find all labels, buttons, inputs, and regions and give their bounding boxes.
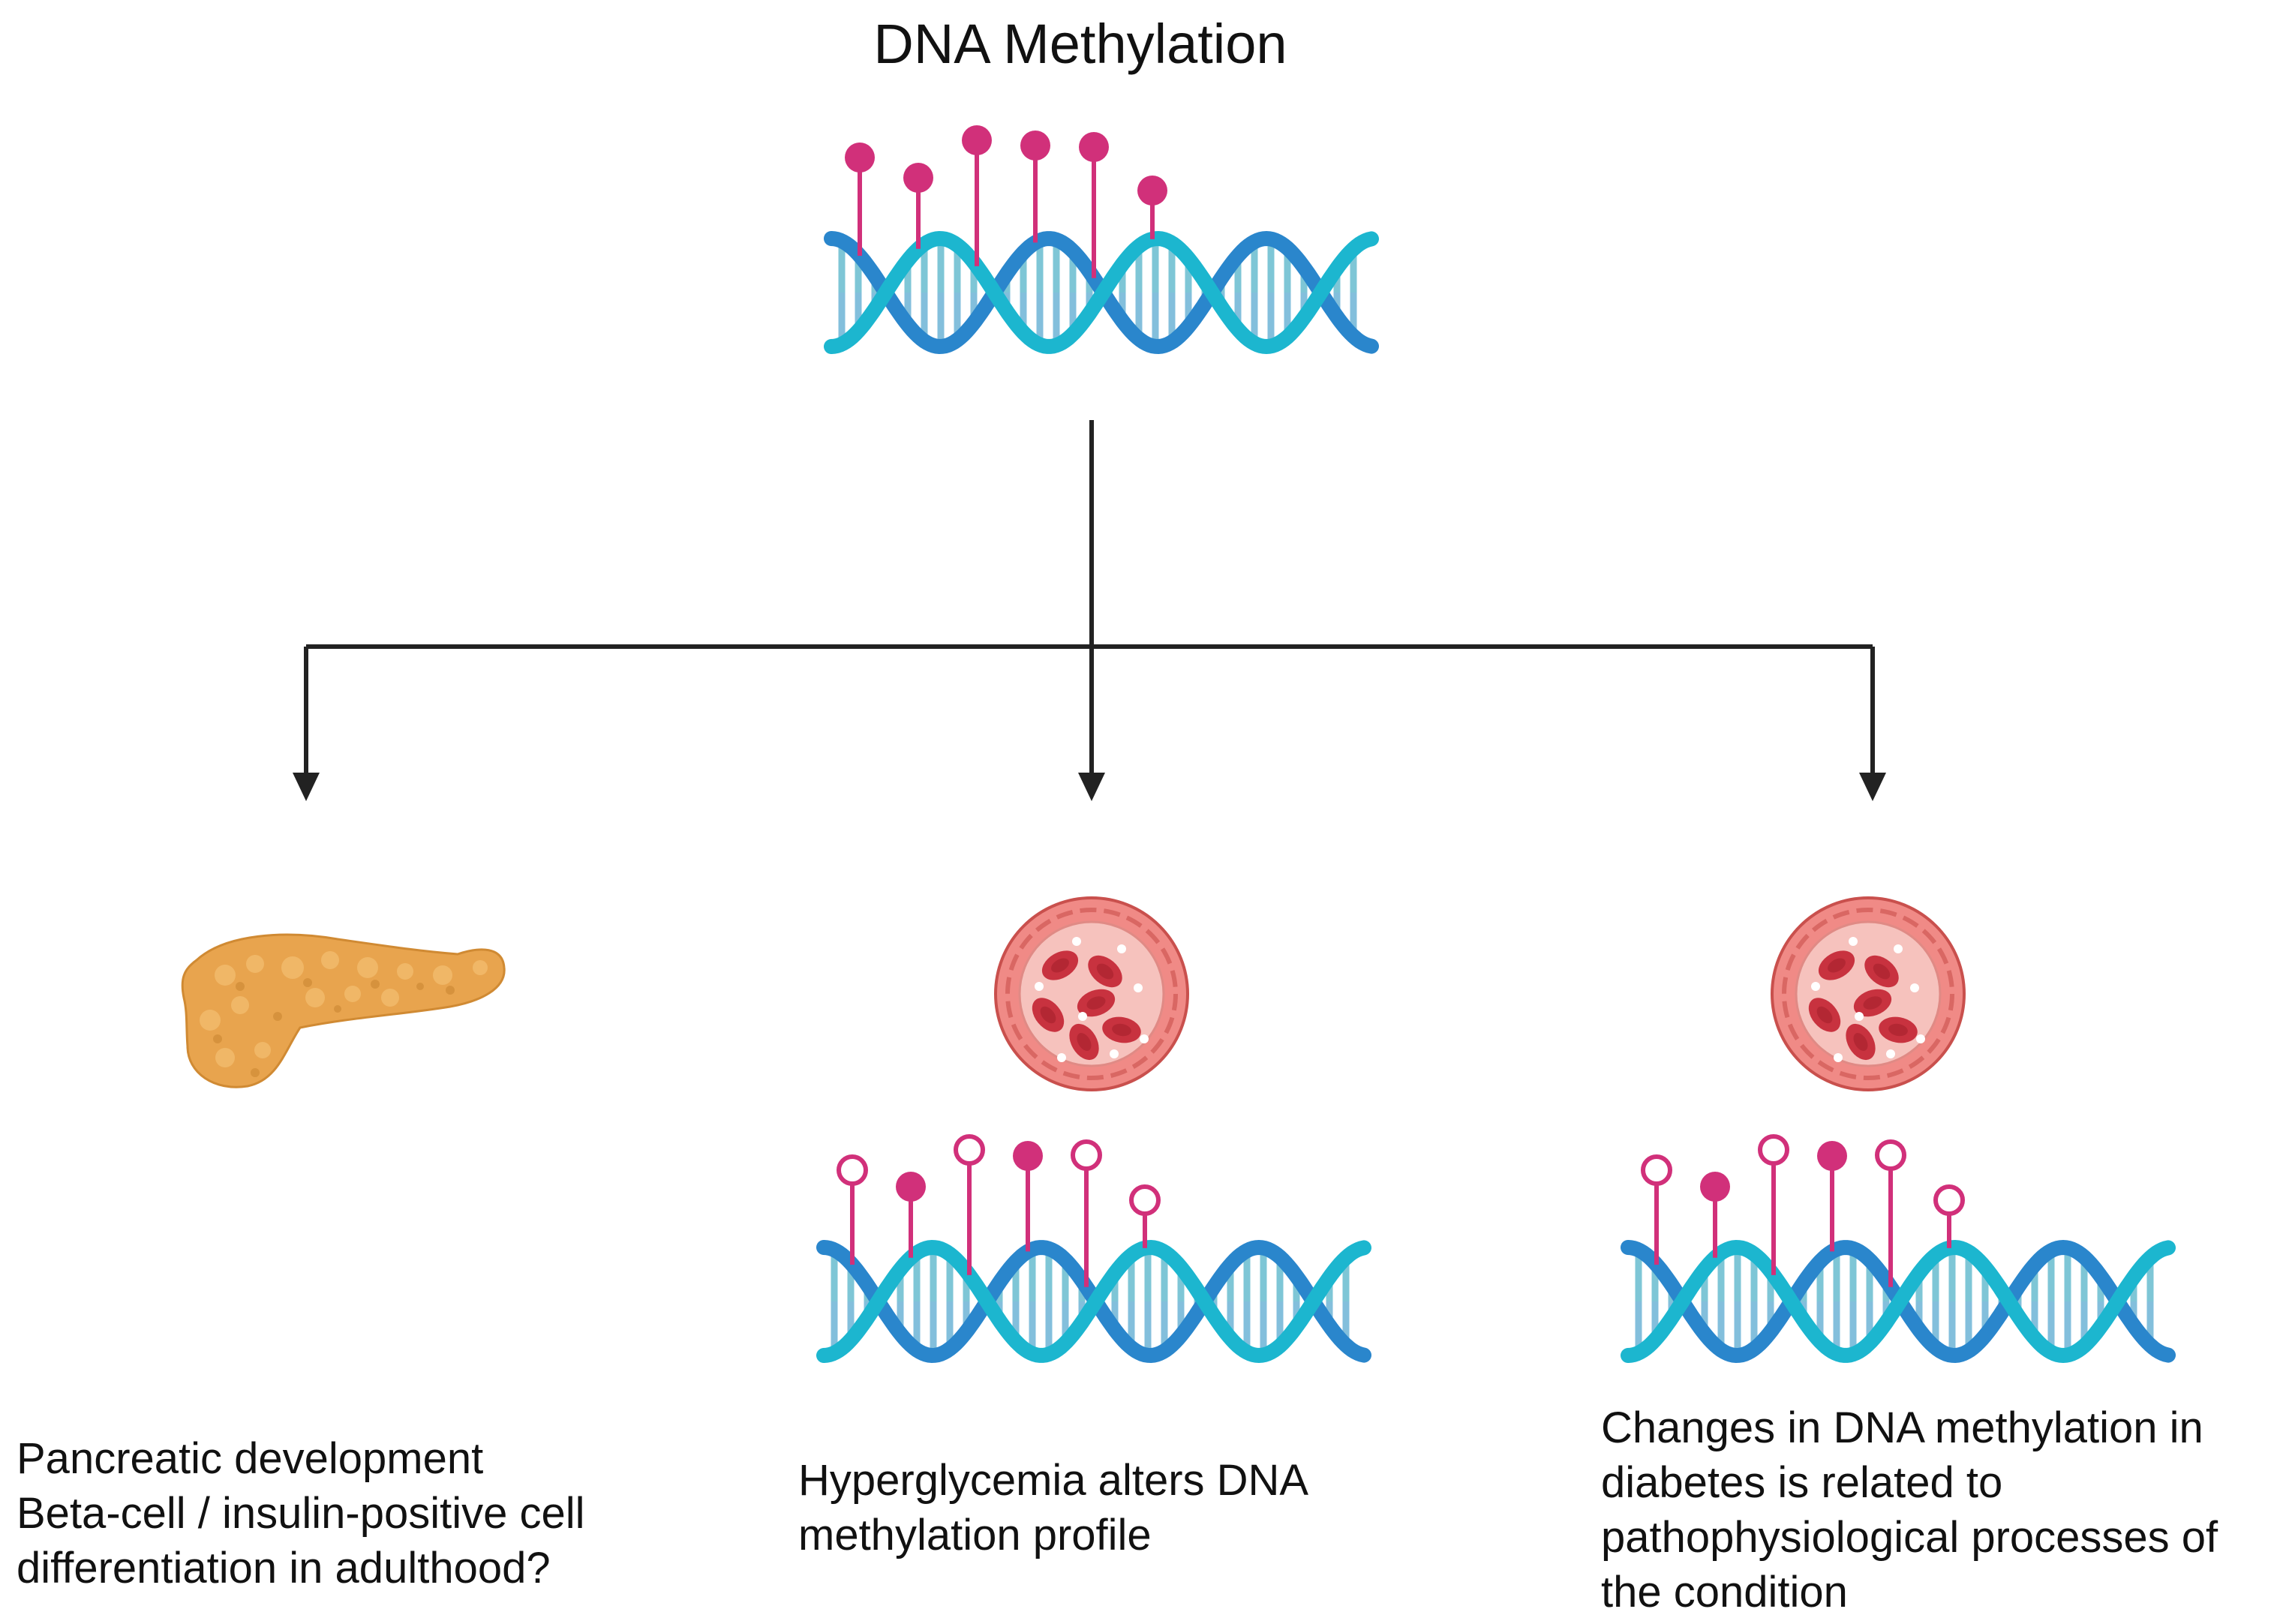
- methyl-group-open: [1933, 1184, 1965, 1216]
- methyl-group-filled: [903, 163, 933, 193]
- glucose-particle: [1072, 937, 1081, 946]
- caption-diabetes-changes: Changes in DNA methylation in diabetes i…: [1601, 1400, 2218, 1619]
- caption-line: the condition: [1601, 1568, 1848, 1616]
- methyl-group-filled: [1137, 176, 1167, 206]
- caption-pancreatic-development: Pancreatic development Beta-cell / insul…: [17, 1431, 585, 1595]
- methyl-group-filled: [1079, 132, 1109, 162]
- methyl-group-open: [1641, 1154, 1672, 1186]
- glucose-particle: [1886, 1049, 1895, 1058]
- methyl-group-filled: [1020, 131, 1050, 161]
- arrowhead-left: [293, 773, 320, 801]
- methyl-group-open: [837, 1154, 868, 1186]
- blood-vessel-icon: [1771, 896, 1966, 1091]
- red-blood-cell: [1846, 1023, 1876, 1061]
- red-blood-cell: [1864, 955, 1899, 988]
- glucose-particle: [1894, 944, 1903, 953]
- red-blood-cell: [1853, 989, 1892, 1017]
- caption-line: Beta-cell / insulin-positive cell: [17, 1489, 585, 1538]
- caption-line: methylation profile: [798, 1511, 1152, 1559]
- glucose-particle: [1110, 1049, 1119, 1058]
- glucose-particle: [1134, 983, 1143, 992]
- methyl-group-filled: [1700, 1172, 1730, 1202]
- vessel-wall-texture: [1005, 908, 1178, 1080]
- methyl-group-filled: [962, 125, 992, 155]
- dna-partially-methylated-icon: [816, 1134, 1371, 1364]
- caption-line: Hyperglycemia alters DNA: [798, 1456, 1309, 1505]
- glucose-particle: [1057, 1053, 1066, 1062]
- red-blood-cell: [1069, 1023, 1099, 1061]
- glucose-particle: [1910, 983, 1919, 992]
- glucose-particle: [1834, 1053, 1843, 1062]
- caption-line: Changes in DNA methylation in: [1601, 1403, 2203, 1452]
- dna-methylated-icon: [824, 125, 1379, 355]
- glucose-particle: [1117, 944, 1126, 953]
- caption-line: differentiation in adulthood?: [17, 1544, 551, 1592]
- glucose-particle: [1078, 1012, 1087, 1021]
- dna-strand: [1621, 1239, 2176, 1364]
- methyl-group-open: [954, 1134, 985, 1166]
- methyl-group-open: [1758, 1134, 1789, 1166]
- red-blood-cell: [1032, 998, 1065, 1032]
- glucose-particle: [1035, 982, 1044, 991]
- methyl-group-open: [1875, 1139, 1906, 1171]
- red-blood-cell: [1879, 1016, 1918, 1043]
- pancreas-icon: [181, 933, 506, 1088]
- caption-line: pathophysiological processes of: [1601, 1513, 2218, 1562]
- caption-line: Pancreatic development: [17, 1434, 484, 1483]
- methyl-group-open: [1071, 1139, 1102, 1171]
- dna-strand: [824, 230, 1379, 355]
- arrowhead-middle: [1078, 773, 1105, 801]
- arrowhead-right: [1859, 773, 1886, 801]
- red-blood-cell: [1041, 950, 1079, 980]
- caption-line: diabetes is related to: [1601, 1458, 2003, 1507]
- methyl-group-filled: [845, 143, 875, 173]
- red-blood-cell: [1088, 955, 1122, 988]
- red-blood-cell: [1077, 989, 1116, 1017]
- red-blood-cell: [1808, 998, 1841, 1032]
- dna-partially-methylated-icon: [1621, 1134, 2176, 1364]
- connector-lines: [293, 420, 1886, 801]
- red-blood-cell: [1818, 950, 1855, 980]
- glucose-particle: [1140, 1034, 1149, 1043]
- methyl-group-filled: [1013, 1141, 1043, 1171]
- red-blood-cell: [1102, 1016, 1141, 1043]
- methyl-group-open: [1129, 1184, 1161, 1216]
- diagram-title: DNA Methylation: [873, 13, 1287, 75]
- glucose-particle: [1855, 1012, 1864, 1021]
- glucose-particle: [1811, 982, 1820, 991]
- vessel-wall-texture: [1782, 908, 1954, 1080]
- methyl-group-filled: [1817, 1141, 1847, 1171]
- methyl-group-filled: [896, 1172, 926, 1202]
- blood-vessel-icon: [994, 896, 1189, 1091]
- glucose-particle: [1849, 937, 1858, 946]
- caption-hyperglycemia: Hyperglycemia alters DNA methylation pro…: [798, 1453, 1308, 1562]
- glucose-particle: [1916, 1034, 1925, 1043]
- dna-strand: [816, 1239, 1371, 1364]
